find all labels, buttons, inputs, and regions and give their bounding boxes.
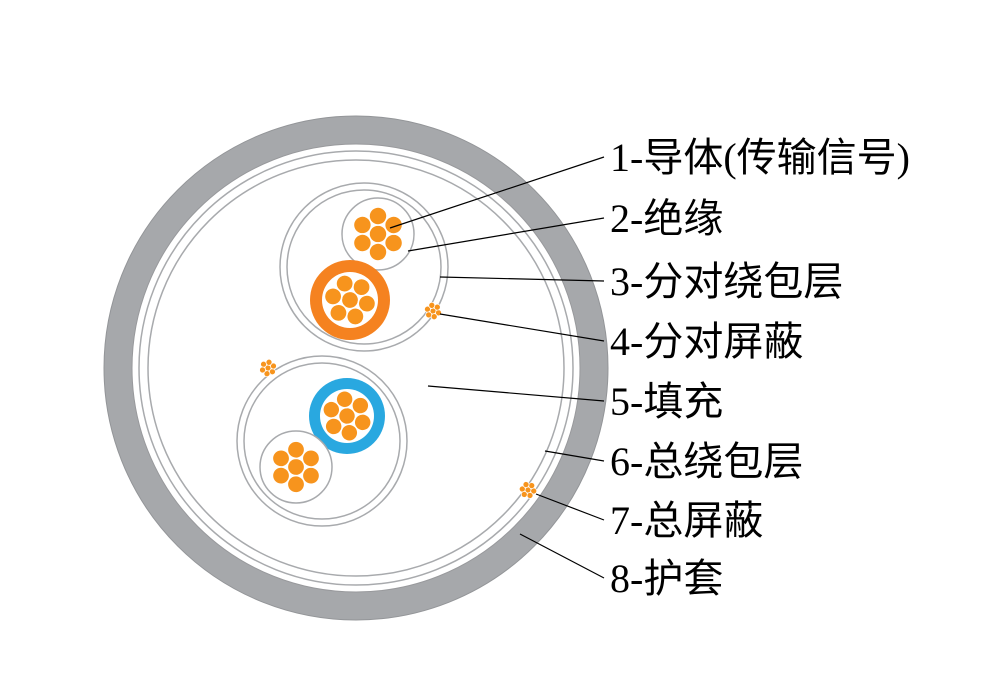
label-insulation: 2-绝缘 [610,196,723,241]
leader-line-4 [439,313,605,342]
leader-line-5 [427,385,605,402]
label-overall-shield: 7-总屏蔽 [610,498,763,543]
pair-shield-circle-bottom [236,355,408,527]
overall-shield-layer [138,150,574,586]
cable-interior [131,143,581,593]
pair-wrap-circle-bottom [243,362,401,520]
label-sheath: 8-护套 [610,556,723,601]
core-white-bottom [259,430,333,504]
cable-cross-section [103,115,609,621]
core-white-top [341,197,415,271]
core-orange [310,260,390,340]
leader-line-7 [535,493,605,521]
leader-line-6 [544,450,605,462]
label-pair-shield: 4-分对屏蔽 [610,319,803,364]
overall-wrap-layer [147,159,565,577]
label-conductor: 1-导体(传输信号) [610,135,910,180]
leader-line-2 [407,217,605,252]
label-filler: 5-填充 [610,379,723,424]
core-blue [309,378,385,454]
leader-line-3 [439,276,605,282]
label-overall-wrap: 6-总绕包层 [610,439,803,484]
leader-lines [389,156,605,579]
callout-labels: 1-导体(传输信号) 2-绝缘 3-分对绕包层 4-分对屏蔽 5-填充 6-总绕… [610,135,910,601]
pair-wrap-circle-top [286,189,442,345]
pair-shield-circle-top [279,182,449,352]
label-pair-wrap: 3-分对绕包层 [610,259,843,304]
pair-group-bottom [236,355,408,527]
leader-line-8 [519,533,605,579]
pair-group-top [279,182,449,352]
leader-line-1 [389,156,605,229]
